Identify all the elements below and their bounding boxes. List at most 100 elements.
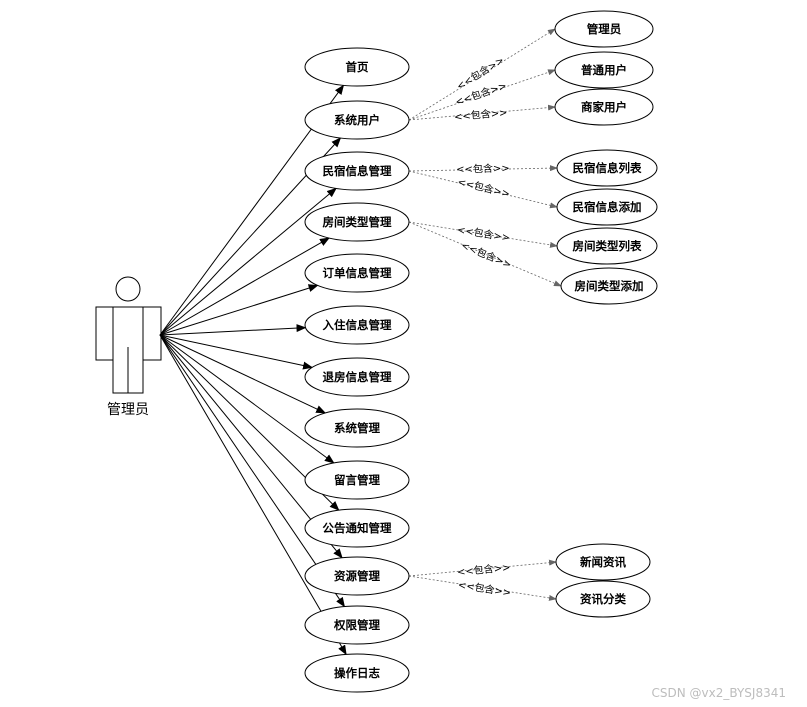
- use-case-ellipse: [304, 653, 410, 693]
- use-case-label: 系统管理: [334, 421, 380, 435]
- sub-use-case-merchant-user[interactable]: 商家用户: [554, 88, 654, 126]
- sub-use-case-ellipse: [556, 149, 658, 187]
- use-case-permission-manage[interactable]: 权限管理: [304, 605, 410, 645]
- association-homestay-info: [159, 187, 337, 336]
- include-stereotype-label: <<包含>>: [457, 578, 512, 599]
- association-order-info: [159, 284, 319, 336]
- sub-use-case-ellipse: [555, 580, 651, 618]
- sub-use-case-ellipse: [555, 543, 651, 581]
- use-case-ellipse: [304, 556, 410, 596]
- use-case-ellipse: [304, 202, 410, 242]
- include-line-admin: [408, 28, 556, 121]
- sub-use-case-label: 资讯分类: [580, 592, 626, 606]
- association-operation-log: [159, 334, 347, 656]
- use-case-home[interactable]: 首页: [304, 47, 410, 87]
- sub-use-case-ellipse: [554, 88, 654, 126]
- include-line-room-type-add: [408, 221, 562, 287]
- include-stereotype-label: <<包含>>: [453, 106, 507, 124]
- sub-use-cases: 管理员普通用户商家用户民宿信息列表民宿信息添加房间类型列表房间类型添加新闻资讯资…: [554, 10, 658, 618]
- use-case-label: 公告通知管理: [323, 521, 392, 535]
- include-stereotype-label: <<包含>>: [456, 175, 511, 200]
- include-line-homestay-list: [408, 165, 558, 172]
- actor-admin: 管理员: [95, 276, 162, 418]
- use-case-homestay-info[interactable]: 民宿信息管理: [304, 151, 410, 191]
- use-case-system-users[interactable]: 系统用户: [304, 100, 410, 140]
- use-case-checkin-info[interactable]: 入住信息管理: [304, 305, 410, 345]
- use-case-ellipse: [304, 47, 410, 87]
- sub-use-case-ellipse: [554, 51, 654, 89]
- sub-use-case-room-type-add[interactable]: 房间类型添加: [560, 267, 658, 305]
- use-case-ellipse: [304, 460, 410, 500]
- use-case-label: 资源管理: [334, 569, 380, 583]
- association-permission-manage: [159, 334, 346, 608]
- include-line-homestay-add: [408, 170, 558, 209]
- use-case-label: 操作日志: [334, 666, 380, 680]
- include-stereotype-label: <<包含>>: [456, 161, 510, 175]
- sub-use-case-label: 房间类型添加: [575, 279, 644, 293]
- use-case-ellipse: [304, 357, 410, 397]
- use-case-label: 留言管理: [334, 473, 380, 487]
- sub-use-case-label: 商家用户: [581, 100, 627, 114]
- sub-use-case-ellipse: [554, 10, 654, 48]
- association-checkout-info: [159, 334, 314, 370]
- use-cases: 首页系统用户民宿信息管理房间类型管理订单信息管理入住信息管理退房信息管理系统管理…: [304, 47, 410, 693]
- sub-use-case-admin[interactable]: 管理员: [554, 10, 654, 48]
- use-case-label: 首页: [346, 60, 369, 74]
- sub-use-case-label: 民宿信息列表: [573, 161, 642, 175]
- association-checkin-info: [159, 324, 307, 336]
- sub-use-case-homestay-list[interactable]: 民宿信息列表: [556, 149, 658, 187]
- sub-use-case-news-category[interactable]: 资讯分类: [555, 580, 651, 618]
- use-case-label: 订单信息管理: [323, 266, 392, 280]
- use-case-order-info[interactable]: 订单信息管理: [304, 253, 410, 293]
- use-case-label: 权限管理: [333, 618, 380, 632]
- use-case-ellipse: [304, 100, 410, 140]
- include-line-merchant-user: [408, 104, 556, 121]
- use-case-ellipse: [304, 508, 410, 548]
- include-line-room-type-list: [408, 221, 558, 248]
- use-case-ellipse: [304, 408, 410, 448]
- watermark: CSDN @vx2_BYSJ8341: [652, 686, 786, 700]
- use-case-ellipse: [304, 151, 410, 191]
- sub-use-case-label: 民宿信息添加: [573, 200, 642, 214]
- include-relations: <<包含>><<包含>><<包含>><<包含>><<包含>><<包含>><<包含…: [408, 28, 562, 601]
- sub-use-case-label: 普通用户: [581, 63, 627, 77]
- use-case-label: 退房信息管理: [323, 370, 392, 384]
- use-case-ellipse: [304, 605, 410, 645]
- sub-use-case-label: 房间类型列表: [573, 239, 642, 253]
- sub-use-case-homestay-add[interactable]: 民宿信息添加: [556, 188, 658, 226]
- actor-head: [115, 276, 141, 302]
- use-case-label: 系统用户: [334, 113, 380, 127]
- use-case-checkout-info[interactable]: 退房信息管理: [304, 357, 410, 397]
- include-line-normal-user: [408, 69, 556, 121]
- include-line-news-category: [408, 575, 557, 601]
- association-system-manage: [159, 334, 327, 414]
- sub-use-case-normal-user[interactable]: 普通用户: [554, 51, 654, 89]
- use-case-system-manage[interactable]: 系统管理: [304, 408, 410, 448]
- actor-label: 管理员: [107, 402, 149, 418]
- actor-right-arm: [142, 306, 162, 361]
- use-case-label: 民宿信息管理: [323, 164, 392, 178]
- association-room-type: [159, 237, 330, 336]
- association-lines: [159, 84, 347, 656]
- use-case-ellipse: [304, 253, 410, 293]
- use-case-resource-manage[interactable]: 资源管理: [304, 556, 410, 596]
- use-case-message-manage[interactable]: 留言管理: [304, 460, 410, 500]
- use-case-ellipse: [304, 305, 410, 345]
- use-case-room-type[interactable]: 房间类型管理: [304, 202, 410, 242]
- sub-use-case-ellipse: [560, 267, 658, 305]
- sub-use-case-ellipse: [556, 227, 658, 265]
- sub-use-case-ellipse: [556, 188, 658, 226]
- include-stereotype-label: <<包含>>: [456, 561, 511, 579]
- include-line-news: [408, 559, 557, 577]
- use-case-label: 入住信息管理: [323, 318, 392, 332]
- sub-use-case-room-type-list[interactable]: 房间类型列表: [556, 227, 658, 265]
- use-case-label: 房间类型管理: [323, 215, 392, 229]
- sub-use-case-label: 新闻资讯: [580, 555, 626, 569]
- use-case-operation-log[interactable]: 操作日志: [304, 653, 410, 693]
- sub-use-case-label: 管理员: [587, 22, 622, 36]
- association-message-manage: [159, 334, 335, 464]
- sub-use-case-news[interactable]: 新闻资讯: [555, 543, 651, 581]
- actor-left-arm: [95, 306, 114, 361]
- use-case-notice-manage[interactable]: 公告通知管理: [304, 508, 410, 548]
